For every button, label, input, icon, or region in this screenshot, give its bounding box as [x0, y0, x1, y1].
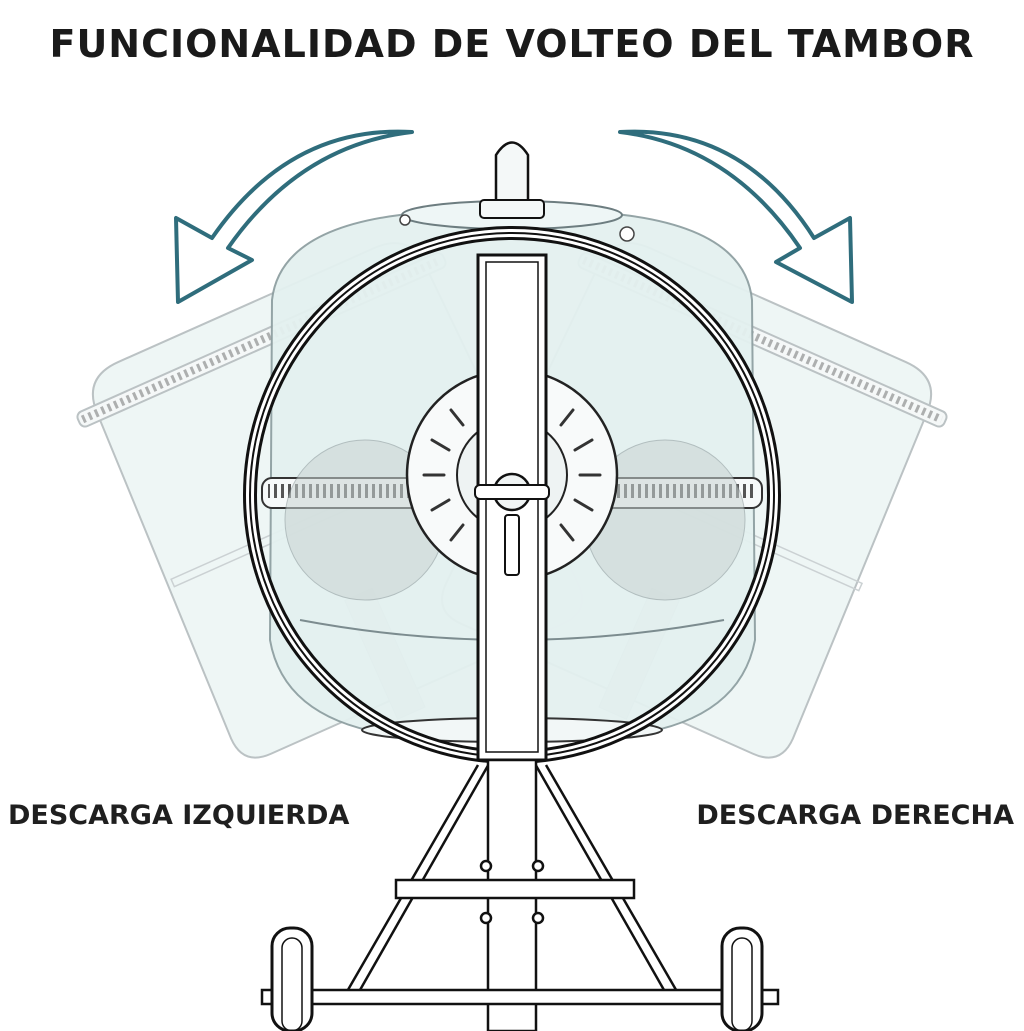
stand-frame [260, 758, 780, 1031]
diagram-title: FUNCIONALIDAD DE VOLTEO DEL TAMBOR [49, 22, 975, 66]
bolt-icon [619, 226, 635, 242]
bolt-icon [399, 214, 411, 226]
left-discharge-label: DESCARGA IZQUIERDA [8, 800, 350, 831]
curved-arrow-right-icon [618, 129, 854, 304]
right-discharge-label: DESCARGA DERECHA [696, 800, 1014, 831]
left-wheel [270, 926, 314, 1031]
right-wheel [720, 926, 764, 1031]
curved-arrow-left-icon [174, 129, 414, 304]
